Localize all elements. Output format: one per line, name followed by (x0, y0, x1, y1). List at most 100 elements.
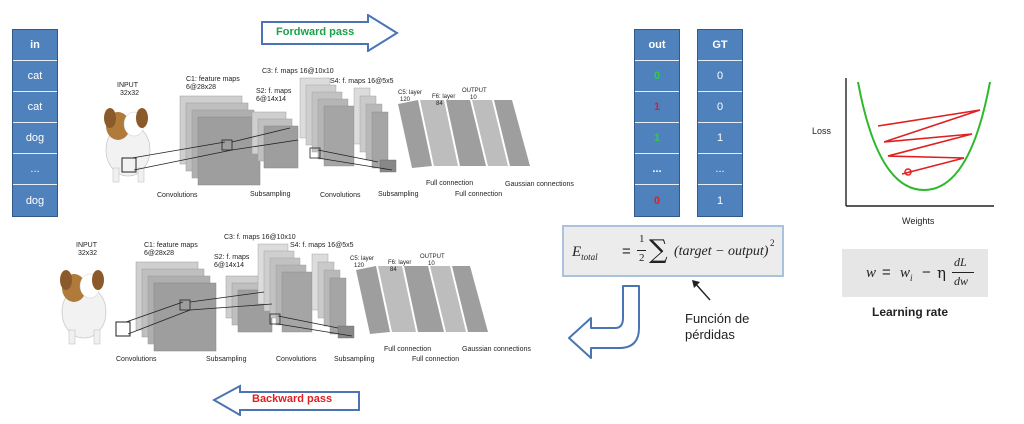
gt-row: 1 (698, 123, 742, 154)
c1-size-label: 6@28x28 (186, 84, 217, 91)
loss-curve (857, 81, 991, 192)
update-rule-num: dL (954, 255, 967, 269)
out-table: out 0 1 1 ... 0 (634, 29, 680, 217)
conv1-label: Convolutions (157, 192, 198, 199)
s2-size-label: 6@14x14 (256, 96, 287, 103)
out-row: 0 (653, 194, 661, 207)
input-label: INPUT (117, 82, 138, 89)
sub1-label: Subsampling (206, 356, 247, 363)
fully-connected-layers (356, 266, 488, 334)
conv1-label: Convolutions (116, 356, 157, 363)
output-size-label: 10 (470, 95, 477, 101)
conv2-label: Convolutions (320, 192, 361, 199)
backward-arrow-icon (212, 384, 360, 416)
formula-eq: = (622, 243, 631, 260)
output-label: OUTPUT (420, 254, 445, 260)
formula-lhs-sub: total (581, 252, 598, 262)
out-table-header: out (635, 30, 679, 61)
c3-feature-maps (299, 77, 355, 167)
c1-feature-maps (179, 95, 261, 186)
input-row: cat (13, 92, 57, 123)
f6-size-label: 84 (436, 101, 443, 107)
loss-chart-ylabel: Loss (812, 126, 832, 136)
full1-label: Full connection (426, 180, 474, 187)
sub2-label: Subsampling (378, 191, 419, 198)
c5-label: C5: layer (350, 256, 375, 262)
gt-table-header: GT (698, 30, 742, 61)
forward-arrow-icon (261, 14, 399, 52)
input-table: in cat cat dog ... dog (12, 29, 58, 217)
gt-row: 0 (698, 61, 742, 92)
gauss-label: Gaussian connections (462, 346, 531, 353)
formula-frac-bar (637, 250, 646, 251)
gt-row: ... (698, 154, 742, 185)
formula-sigma: ∑ (649, 235, 668, 265)
s2-feature-maps (225, 275, 273, 333)
full1-label: Full connection (384, 346, 432, 353)
gt-row: 0 (698, 92, 742, 123)
update-rule-frac-bar (952, 272, 974, 273)
out-row: 0 (635, 61, 679, 92)
sub2-label: Subsampling (334, 356, 375, 363)
connection-lines (131, 127, 393, 171)
input-size-label: 32x32 (78, 250, 98, 257)
dog-image-icon (104, 108, 151, 183)
sub1-label: Subsampling (250, 191, 291, 198)
c1-feature-maps (135, 261, 217, 352)
c5-size-label: 120 (354, 263, 365, 269)
fully-connected-layers (398, 100, 530, 168)
update-rule-minus: − (922, 264, 931, 281)
conv2-label: Convolutions (276, 356, 317, 363)
update-rule-box: w = wi − η dL dw (842, 249, 988, 297)
input-table-header: in (13, 30, 57, 61)
full2-label: Full connection (455, 191, 503, 198)
loss-chart-xlabel: Weights (902, 216, 935, 226)
forward-pass-label: Fordward pass (276, 26, 355, 38)
c1-size-label: 6@28x28 (144, 250, 175, 257)
gradient-steps (877, 109, 981, 175)
input-size-label: 32x32 (120, 90, 140, 97)
full2-label: Full connection (412, 356, 460, 363)
gt-table: GT 0 0 1 ... 1 (697, 29, 743, 217)
formula-lhs-main: E (572, 244, 582, 260)
out-row: 1 (635, 123, 679, 154)
gauss-label: Gaussian connections (505, 181, 574, 188)
output-label: OUTPUT (462, 88, 487, 94)
output-size-label: 10 (428, 261, 435, 267)
c1-label: C1: feature maps (144, 242, 198, 249)
loss-formula-box: Etotal = 1 2 ∑ (target − output) 2 (562, 225, 784, 277)
c3-label: C3: f. maps 16@10x10 (224, 234, 296, 241)
gradient-step-point (904, 168, 912, 176)
out-row: ... (635, 154, 679, 185)
s2-label: S2: f. maps (214, 254, 250, 261)
formula-frac-num: 1 (639, 233, 645, 245)
formula-body: (target − output) (674, 244, 769, 259)
curved-back-arrow-icon (568, 285, 640, 359)
s4-label: S4: f. maps 16@5x5 (330, 78, 394, 85)
update-rule-wi-sub: i (910, 273, 913, 283)
s2-feature-maps (251, 111, 299, 169)
s4-feature-maps (353, 87, 397, 173)
update-rule-den: dw (954, 274, 969, 288)
f6-label: F6: layer (388, 260, 412, 266)
update-rule-wi-main: w (900, 265, 911, 281)
input-row: cat (13, 61, 57, 92)
c1-label: C1: feature maps (186, 76, 240, 83)
input-row: dog (25, 194, 45, 207)
c3-label: C3: f. maps 16@10x10 (262, 68, 334, 75)
s4-feature-maps (311, 253, 355, 339)
pointer-arrow-icon (692, 280, 711, 301)
input-row: ... (13, 154, 57, 185)
out-row: 1 (635, 92, 679, 123)
input-row: dog (13, 123, 57, 154)
f6-label: F6: layer (432, 94, 456, 100)
formula-lhs: Etotal (572, 244, 598, 262)
loss-chart (845, 78, 994, 207)
dog-image-icon (60, 270, 131, 345)
c5-label: C5: layer (398, 90, 423, 96)
backward-pass-label: Backward pass (252, 393, 333, 405)
connection-lines (125, 291, 353, 337)
formula-frac-den: 2 (639, 252, 645, 264)
f6-size-label: 84 (390, 267, 397, 273)
formula-exp: 2 (770, 238, 775, 248)
